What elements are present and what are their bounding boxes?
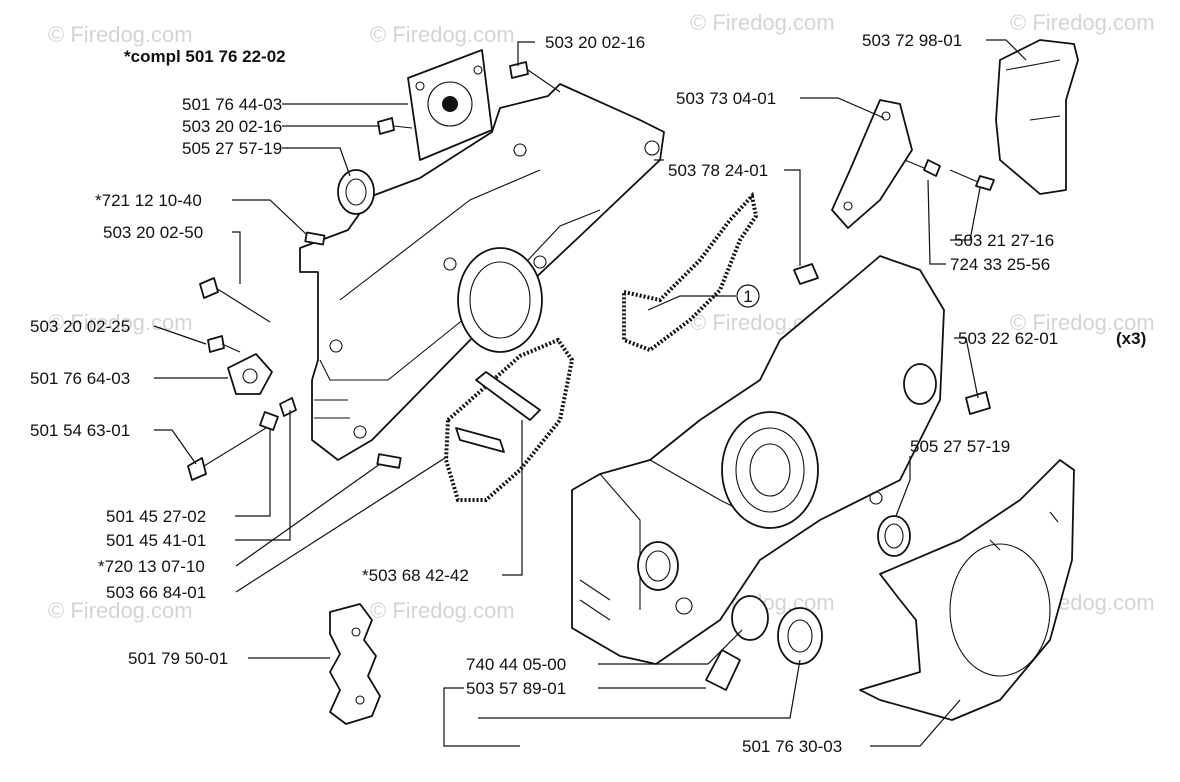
top-plate-part [407,49,493,161]
part-label: 503 72 98-01 [862,31,962,50]
part-label: 503 22 62-01 [958,329,1058,348]
part-label: 505 27 57-19 [910,437,1010,456]
right-crankcase-half [571,255,945,665]
left-crankcase-half [299,83,665,461]
screws [187,61,995,481]
watermark: © Firedog.com [690,10,835,35]
adjuster-parts [227,353,297,431]
part-label: 501 76 30-03 [742,737,842,756]
part-label: 724 33 25-56 [950,255,1050,274]
leader-lines [153,39,1027,747]
watermark: © Firedog.com [370,598,515,623]
part-label: 501 76 64-03 [30,369,130,388]
part-label: 501 79 50-01 [128,649,228,668]
part-label: 503 21 27-16 [954,231,1054,250]
chain-catcher-part [995,39,1079,195]
part-label: 501 45 41-01 [106,531,206,550]
part-label: 740 44 05-00 [466,655,566,674]
watermark: © Firedog.com [48,22,193,47]
cylinder-gasket [443,337,575,502]
oil-cap-parts [705,595,823,691]
watermark: © Firedog.com [1010,310,1155,335]
part-label: 503 73 04-01 [676,89,776,108]
watermark: © Firedog.com [48,598,193,623]
assembly-label: *compl 501 76 22-02 [124,47,286,66]
part-label: 503 20 02-16 [182,117,282,136]
watermark: © Firedog.com [1010,10,1155,35]
gasket-callout-1 [622,191,759,353]
part-label: *503 68 42-42 [362,566,469,585]
sprocket-guard-part [831,99,913,229]
part-labels: *compl 501 76 22-02 503 20 02-16 501 76 … [30,31,1146,756]
clutch-cover-part [859,459,1075,721]
watermark: © Firedog.com [370,22,515,47]
part-label: 503 66 84-01 [106,583,206,602]
small-right-parts [793,263,991,415]
part-label: 503 20 02-50 [103,223,203,242]
callout-1: 1 [736,284,760,308]
part-quantity: (x3) [1116,329,1146,348]
part-label: 501 76 44-03 [182,95,282,114]
callout-1-number: 1 [743,287,752,306]
part-label: 503 20 02-16 [545,33,645,52]
part-label: 503 78 24-01 [668,161,768,180]
part-label: 501 54 63-01 [30,421,130,440]
part-label: 505 27 57-19 [182,139,282,158]
part-label: 503 57 89-01 [466,679,566,698]
part-label: 503 20 02-25 [30,317,130,336]
seal-parts [337,169,911,557]
part-label: *720 13 07-10 [98,557,205,576]
part-label: 501 45 27-02 [106,507,206,526]
bracket-part [329,603,381,725]
part-label: *721 12 10-40 [95,191,202,210]
